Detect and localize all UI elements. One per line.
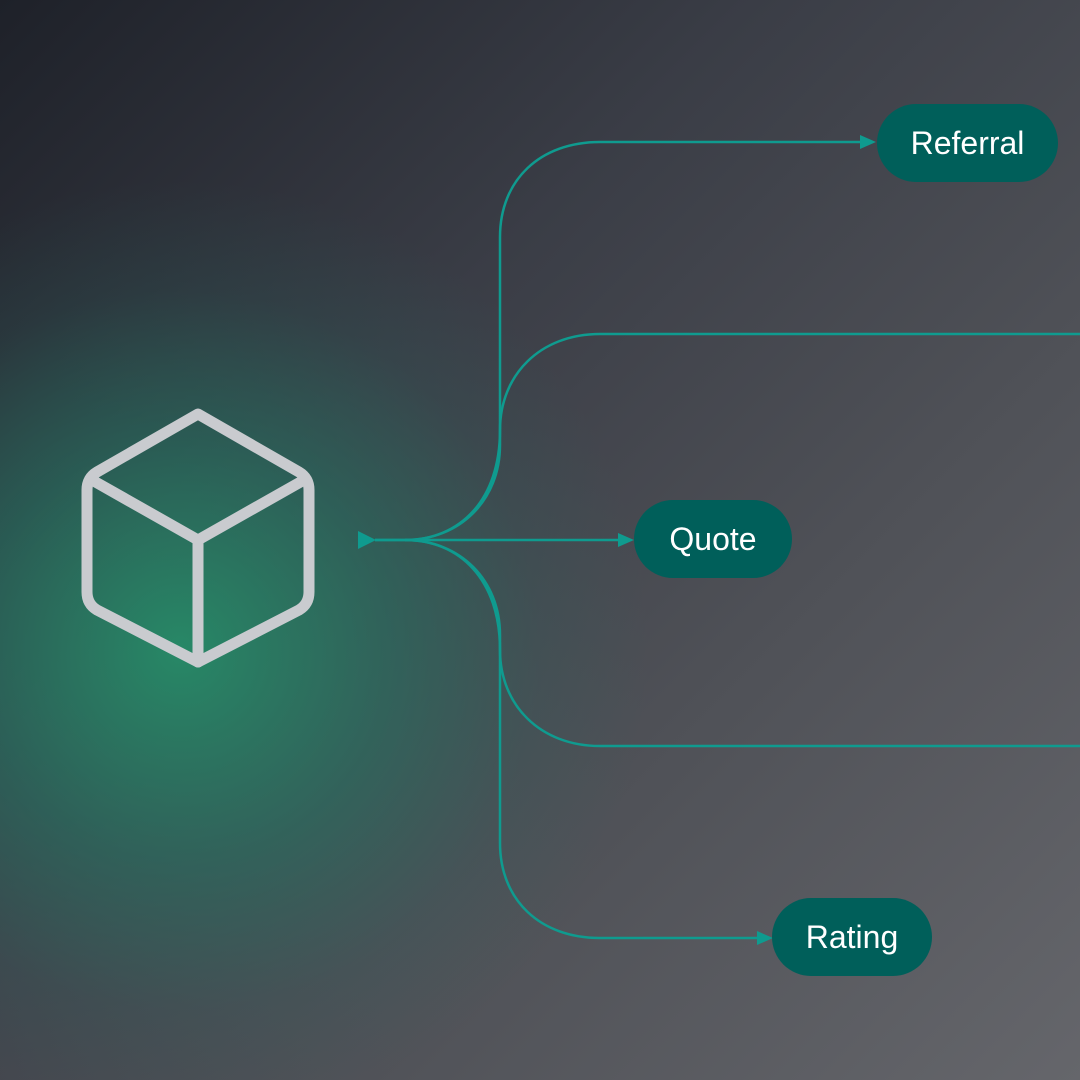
arrowhead-rating — [757, 931, 773, 945]
arrowhead-quote — [618, 533, 634, 547]
node-rating-label: Rating — [805, 919, 899, 955]
source-arrowhead — [358, 531, 376, 549]
node-quote-label: Quote — [669, 521, 757, 557]
node-rating[interactable]: Rating — [772, 898, 932, 976]
connector-referral — [375, 140, 868, 542]
node-referral-label: Referral — [910, 125, 1025, 161]
connector-rating — [404, 538, 762, 940]
node-referral[interactable]: Referral — [877, 104, 1058, 182]
cube-icon — [81, 408, 315, 668]
connector-upper-branch — [404, 332, 1080, 542]
node-quote[interactable]: Quote — [634, 500, 792, 578]
arrowhead-referral — [860, 135, 876, 149]
